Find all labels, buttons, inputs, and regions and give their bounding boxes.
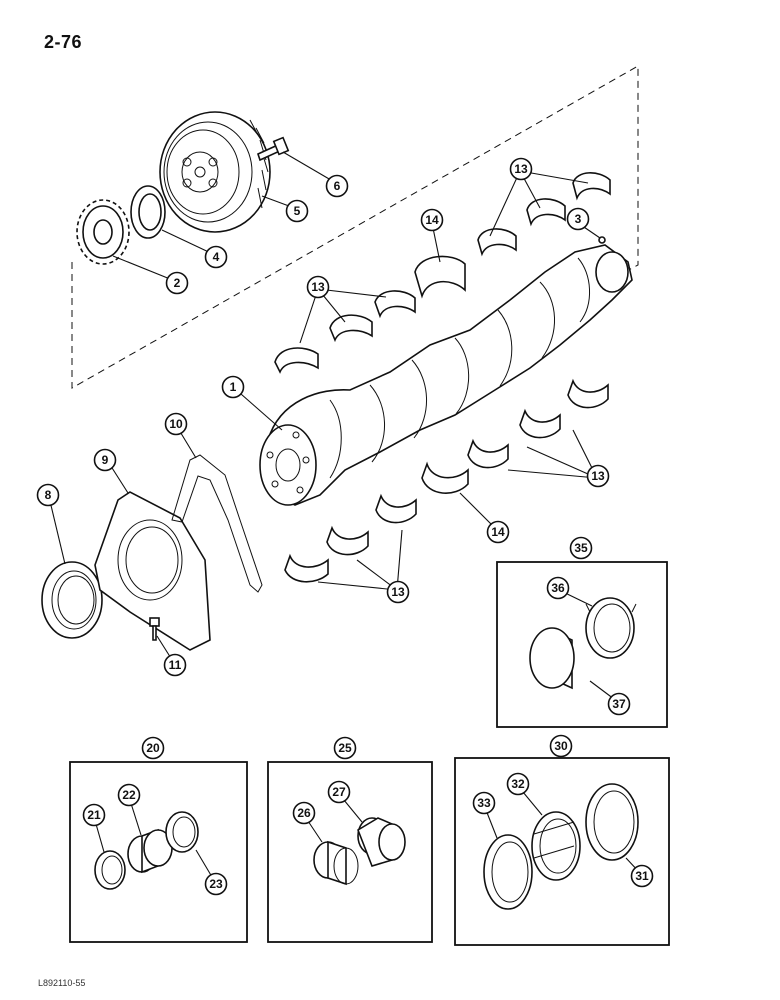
svg-text:36: 36 xyxy=(551,581,565,595)
callout-35: 35 xyxy=(569,536,593,560)
spacer-ring-part-4 xyxy=(130,185,166,239)
svg-text:31: 31 xyxy=(635,869,649,883)
svg-text:10: 10 xyxy=(169,417,183,431)
callout-6: 6 xyxy=(325,174,349,198)
svg-text:26: 26 xyxy=(297,806,311,820)
seal-part-21 xyxy=(94,850,126,890)
svg-text:25: 25 xyxy=(338,741,352,755)
svg-text:23: 23 xyxy=(209,877,223,891)
svg-text:9: 9 xyxy=(102,453,109,467)
svg-text:33: 33 xyxy=(477,796,491,810)
callout-13-top-left: 13 xyxy=(306,275,330,299)
detail-box-30 xyxy=(454,757,670,946)
sleeve-part-32 xyxy=(531,811,581,881)
callout-1: 1 xyxy=(221,375,245,399)
svg-text:20: 20 xyxy=(146,741,160,755)
callout-33: 33 xyxy=(472,791,496,815)
svg-text:32: 32 xyxy=(511,777,525,791)
svg-text:37: 37 xyxy=(612,697,626,711)
svg-text:13: 13 xyxy=(311,280,325,294)
callout-13-right: 13 xyxy=(586,464,610,488)
svg-text:27: 27 xyxy=(332,785,346,799)
callout-26: 26 xyxy=(292,801,316,825)
callout-11: 11 xyxy=(163,653,187,677)
callout-2: 2 xyxy=(165,271,189,295)
gasket-part-10 xyxy=(171,454,263,593)
callout-21: 21 xyxy=(82,803,106,827)
ring-part-23 xyxy=(165,811,199,853)
gear-part-2 xyxy=(76,199,130,265)
ring-part-31 xyxy=(585,783,639,861)
callout-14-top: 14 xyxy=(420,208,444,232)
page-number: 2-76 xyxy=(44,32,83,52)
pin-part-3 xyxy=(598,236,606,244)
svg-text:14: 14 xyxy=(491,525,505,539)
lower-bearing-shells xyxy=(284,378,609,583)
callout-13-top-right: 13 xyxy=(509,157,533,181)
callout-9: 9 xyxy=(93,448,117,472)
svg-text:11: 11 xyxy=(169,658,182,672)
bushing-part-27 xyxy=(357,817,406,867)
pulley-damper-part-5 xyxy=(159,111,271,233)
callout-14-bottom: 14 xyxy=(486,520,510,544)
callout-8: 8 xyxy=(36,483,60,507)
screw-part-11 xyxy=(149,617,160,641)
svg-text:3: 3 xyxy=(575,212,582,226)
figure-code: L892110-55 xyxy=(38,978,86,988)
svg-text:1: 1 xyxy=(230,380,237,394)
svg-text:6: 6 xyxy=(334,179,341,193)
detail-box-35 xyxy=(496,561,668,728)
callout-4: 4 xyxy=(204,245,228,269)
plug-part-37 xyxy=(529,627,575,690)
svg-text:4: 4 xyxy=(213,250,220,264)
detail-box-20 xyxy=(69,761,248,943)
seal-housing-part-9 xyxy=(94,491,211,651)
svg-text:21: 21 xyxy=(87,808,101,822)
callout-36: 36 xyxy=(546,576,570,600)
crankshaft-part-1 xyxy=(259,244,633,506)
seal-part-33 xyxy=(483,834,533,910)
callout-3: 3 xyxy=(566,207,590,231)
bolt-part-6 xyxy=(257,136,290,162)
detail-box-25 xyxy=(267,761,433,943)
callout-37: 37 xyxy=(607,692,631,716)
callout-31: 31 xyxy=(630,864,654,888)
svg-text:14: 14 xyxy=(425,213,439,227)
svg-text:22: 22 xyxy=(122,788,136,802)
callout-22: 22 xyxy=(117,783,141,807)
callout-10: 10 xyxy=(164,412,188,436)
callout-13-bottom: 13 xyxy=(386,580,410,604)
callout-32: 32 xyxy=(506,772,530,796)
rear-seal-part-8 xyxy=(41,561,103,639)
svg-text:30: 30 xyxy=(554,739,568,753)
sleeve-part-36 xyxy=(585,597,637,659)
svg-text:13: 13 xyxy=(514,162,528,176)
svg-text:13: 13 xyxy=(591,469,605,483)
callout-27: 27 xyxy=(327,780,351,804)
callout-20: 20 xyxy=(141,736,165,760)
svg-text:35: 35 xyxy=(574,541,588,555)
svg-text:13: 13 xyxy=(391,585,405,599)
svg-text:8: 8 xyxy=(45,488,52,502)
bushing-part-22 xyxy=(127,828,173,874)
callout-30: 30 xyxy=(549,734,573,758)
svg-text:2: 2 xyxy=(174,276,181,290)
callout-25: 25 xyxy=(333,736,357,760)
flanged-bushing-part-26 xyxy=(313,840,359,886)
callout-5: 5 xyxy=(285,199,309,223)
svg-text:5: 5 xyxy=(294,204,301,218)
callout-23: 23 xyxy=(204,872,228,896)
